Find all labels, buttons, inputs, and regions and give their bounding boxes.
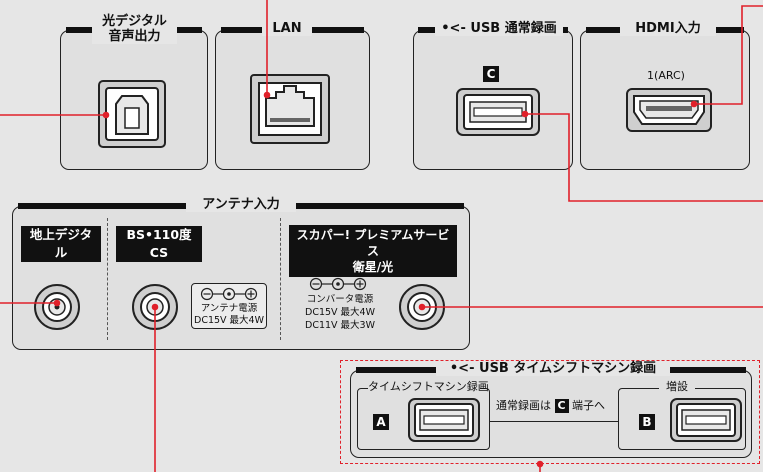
antenna-divider-1 — [107, 218, 108, 340]
lan-port-icon — [250, 74, 330, 144]
lan-label: LAN — [262, 21, 312, 36]
usb-icon-2: •<- — [449, 361, 475, 376]
terrestrial-connector-icon — [34, 284, 80, 330]
converter-power-box: コンバータ電源 DC15V 最大4W DC11V 最大3W — [303, 277, 377, 335]
usb-icon: •<- — [441, 21, 466, 36]
skyperfect-label: スカパー! プレミアムサービス衛星/光 — [289, 225, 457, 277]
antenna-label: アンテナ入力 — [186, 197, 296, 212]
leader-hdmi — [694, 5, 763, 105]
converter-line1: コンバータ電源 — [306, 294, 374, 305]
converter-line3: DC11V 最大3W — [305, 320, 375, 331]
hdmi-port-label: 1(ARC) — [647, 69, 685, 82]
timeshift-dashed-frame — [340, 360, 760, 464]
timeshift-note: 通常録画は C 端子へ — [496, 399, 605, 413]
port-letter-b: B — [639, 414, 655, 430]
usb-record-port-icon — [456, 88, 540, 136]
port-letter-a: A — [373, 414, 389, 430]
bs-power-line1: アンテナ電源 — [200, 303, 258, 314]
timeshift-sub-label: タイムシフトマシン録画 — [368, 380, 489, 393]
expansion-usb-port-icon — [670, 398, 742, 442]
dc-polarity-icon — [200, 287, 258, 301]
expansion-label: 増設 — [659, 381, 695, 393]
hdmi-port-icon — [626, 88, 712, 132]
bs-power-box: アンテナ電源 DC15V 最大4W — [191, 283, 267, 329]
optical-label: 光デジタル音声出力 — [92, 14, 177, 44]
optical-port-icon — [98, 80, 166, 148]
leader-usb-c — [525, 113, 763, 202]
timeshift-label: •<- USB タイムシフトマシン録画 — [436, 361, 670, 376]
hdmi-label: HDMI入力 — [620, 21, 716, 36]
note-letter-c: C — [554, 399, 569, 413]
timeshift-connector-line — [490, 421, 618, 422]
bs-cs-label: BS•110度CS — [116, 226, 202, 262]
converter-line2: DC15V 最大4W — [305, 307, 375, 318]
dc-polarity-icon-2 — [309, 277, 367, 291]
antenna-divider-2 — [280, 218, 281, 340]
usb-record-label: •<- USB 通常録画 — [435, 21, 563, 36]
usb-record-port-letter: C — [483, 66, 499, 82]
bs-power-line2: DC15V 最大4W — [194, 315, 264, 326]
terrestrial-label: 地上デジタル — [21, 226, 101, 262]
timeshift-usb-port-icon — [408, 398, 480, 442]
